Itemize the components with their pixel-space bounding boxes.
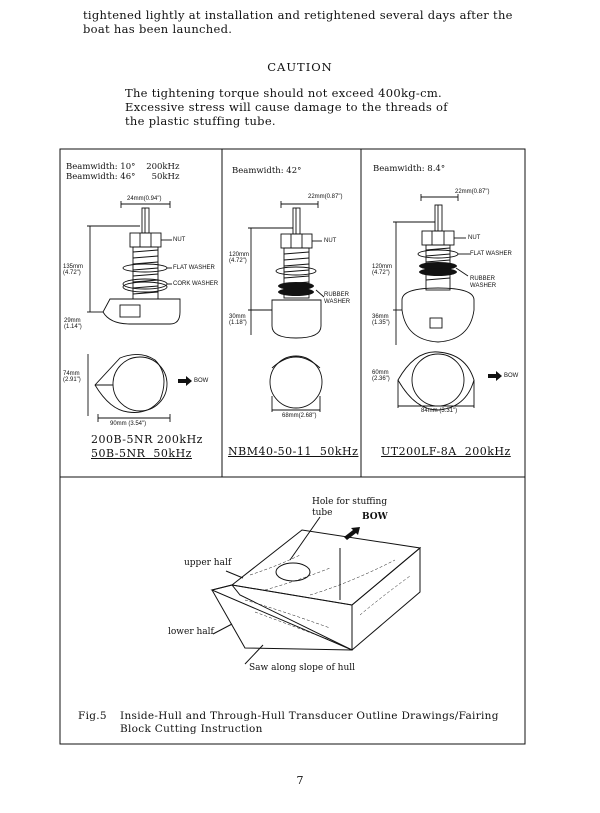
page-number: 7 <box>296 774 304 787</box>
panel-c-height-in: (4.72") <box>372 270 390 276</box>
panel-c-base-in: (1.35") <box>372 320 390 326</box>
block-hole-line-1: Hole for stuffing <box>312 497 388 507</box>
panel-c-rubber-washers <box>419 262 457 276</box>
panel-c-rubber-washer-label: RUBBER WASHER <box>470 276 496 290</box>
panel-b-nut-label: NUT <box>324 238 337 244</box>
caption-line-1: Inside-Hull and Through-Hull Transducer … <box>120 710 499 722</box>
panel-a-height-mm: 135mm <box>63 264 84 270</box>
panel-a-base-dim: 29mm (1.14") <box>64 318 82 330</box>
panel-b-drawing <box>248 201 325 412</box>
panel-a-beam1-angle: 10° <box>120 162 136 172</box>
caution-line-3: the plastic stuffing tube. <box>125 114 276 128</box>
block-upper-label: upper half <box>184 558 232 568</box>
panel-b-base-dim: 30mm (1.18") <box>229 314 247 326</box>
figure-border <box>59 148 526 745</box>
panel-a-beamwidth-header: Beamwidth: 10° 200kHz Beamwidth: 46° 50k… <box>66 162 179 182</box>
panel-b-rubber-washers <box>278 282 314 296</box>
intro-paragraph: tightened lightly at installation and re… <box>83 8 583 36</box>
panel-a-side-dim: 74mm (2.91") <box>63 371 81 383</box>
panel-c-rubber-1: RUBBER <box>470 276 496 282</box>
caption-line-2: Block Cutting Instruction <box>120 723 263 735</box>
panel-c-base-dim: 36mm (1.35") <box>372 314 390 326</box>
panel-c-beamwidth-header: Beamwidth: 8.4° <box>373 164 446 174</box>
block-hole-line-2: tube <box>312 508 333 518</box>
panel-b-rubber-washer-label: RUBBER WASHER <box>324 292 350 306</box>
panel-a-height-in: (4.72") <box>63 270 81 276</box>
panel-c-width-dim: 84mm (3.31") <box>421 408 458 414</box>
panel-b-beamwidth-header: Beamwidth: 42° <box>232 166 302 176</box>
panel-c-nut-label: NUT <box>468 235 481 241</box>
panel-a-side-mm: 74mm <box>63 371 80 377</box>
panel-b-height-mm: 120mm <box>229 252 250 258</box>
panel-a-beam2-angle: 46° <box>120 172 136 182</box>
panel-c-drawing <box>393 194 475 411</box>
panel-a-base-mm: 29mm <box>64 318 81 324</box>
caution-line-1: The tightening torque should not exceed … <box>125 86 442 100</box>
panel-c-height-dim: 120mm (4.72") <box>372 264 392 276</box>
panel-b-base-mm: 30mm <box>229 314 246 320</box>
block-hole-label: Hole for stuffing tube <box>312 497 387 519</box>
panel-c-rubber-2: WASHER <box>470 283 497 289</box>
panel-a-model-line-1: 200B-5NR 200kHz <box>91 433 203 446</box>
block-bow-arrow <box>344 527 360 540</box>
panel-c-model: UT200LF-8A 200kHz <box>381 445 511 458</box>
panel-c-height-mm: 120mm <box>372 264 393 270</box>
panel-a-bow-label: BOW <box>194 378 209 384</box>
panel-a-cork-washer-label: CORK WASHER <box>173 281 219 287</box>
block-lower-label: lower half <box>168 627 214 637</box>
figure-caption: Fig.5 Inside-Hull and Through-Hull Trans… <box>78 710 499 736</box>
intro-line-1: tightened lightly at installation and re… <box>83 8 513 22</box>
panel-b-rubber-1: RUBBER <box>324 292 350 298</box>
panel-a-model: 200B-5NR 200kHz 50B-5NR 50kHz <box>91 433 203 461</box>
panel-b-base-in: (1.18") <box>229 320 247 326</box>
panel-a-model-line-2: 50B-5NR 50kHz <box>91 447 192 460</box>
caution-line-2: Excessive stress will cause damage to th… <box>125 100 448 114</box>
panel-c-top-dim: 22mm(0.87") <box>455 189 490 195</box>
panel-a-drawing <box>87 201 181 422</box>
panel-c-base-mm: 36mm <box>372 314 389 320</box>
panel-b-height-dim: 120mm (4.72") <box>229 252 249 264</box>
fairing-block-drawing <box>210 516 422 665</box>
panel-a-width-dim: 90mm (3.54") <box>110 421 147 427</box>
panel-c-flat-washer-label: FLAT WASHER <box>470 251 512 257</box>
panel-a-bow-arrow <box>178 376 192 386</box>
panel-b-width-dim: 68mm(2.68") <box>282 413 317 419</box>
panel-a-height-dim: 135mm (4.72") <box>63 264 83 276</box>
intro-line-2: boat has been launched. <box>83 22 233 36</box>
panel-a-side-in: (2.91") <box>63 377 81 383</box>
figure-number: Fig.5 <box>78 710 107 722</box>
panel-c-side-mm: 60mm <box>372 370 389 376</box>
caution-text: The tightening torque should not exceed … <box>125 86 585 128</box>
panel-a-beam2-label: Beamwidth: <box>66 172 118 182</box>
panel-a-base-in: (1.14") <box>64 324 82 330</box>
figure-caption-text: Inside-Hull and Through-Hull Transducer … <box>120 710 499 736</box>
panel-a-beam2-freq: 50kHz <box>151 172 180 182</box>
panel-c-bow-label: BOW <box>504 373 519 379</box>
panel-a-beam1-label: Beamwidth: <box>66 162 118 172</box>
panel-b-top-dim: 22mm(0.87") <box>308 194 343 200</box>
block-saw-label: Saw along slope of hull <box>249 663 356 673</box>
block-bow-label: BOW <box>362 512 388 522</box>
panel-a-nut-label: NUT <box>173 237 186 243</box>
panel-b-height-in: (4.72") <box>229 258 247 264</box>
panel-a-beam1-freq: 200kHz <box>146 162 180 172</box>
panel-c-bow-arrow <box>488 371 502 381</box>
panel-c-side-in: (2.36") <box>372 376 390 382</box>
panel-b-model: NBM40-50-11 50kHz <box>228 445 359 458</box>
panel-a-top-dim: 24mm(0.94") <box>127 196 162 202</box>
panel-c-side-dim: 60mm (2.36") <box>372 370 390 382</box>
caution-title: CAUTION <box>267 60 333 74</box>
panel-a-flat-washer-label: FLAT WASHER <box>173 265 215 271</box>
panel-b-rubber-2: WASHER <box>324 299 351 305</box>
